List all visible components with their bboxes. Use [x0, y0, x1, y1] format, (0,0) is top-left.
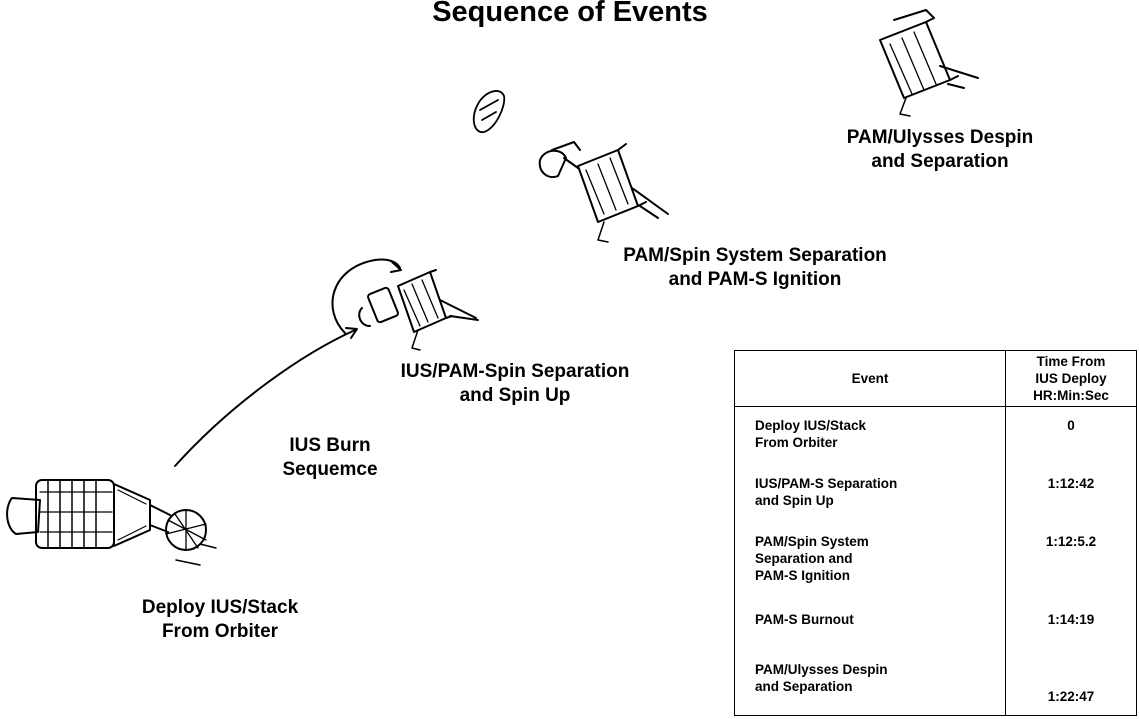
- table-row: IUS/PAM-S Separation and Spin Up 1:12:42: [734, 464, 1137, 523]
- spin-arrow-icon: [331, 258, 401, 334]
- trajectory-arrowhead-icon: [345, 327, 358, 339]
- table-row: PAM/Ulysses Despin and Separation 1:22:4…: [734, 650, 1137, 716]
- label-line: IUS Burn: [289, 435, 371, 456]
- label-line: From Orbiter: [161, 621, 279, 642]
- column-header-time: Time From IUS Deploy HR:Min:Sec: [1005, 350, 1137, 407]
- spacecraft-icon-spin-system: [538, 141, 669, 243]
- cell-line: Deploy IUS/Stack: [755, 418, 867, 433]
- orbiter-stack-icon: [6, 479, 217, 566]
- cell-time: 1:14:19: [1047, 611, 1095, 627]
- cell-line: Separation and: [755, 550, 853, 566]
- label-spin-system-separation: PAM/Spin System Separation and PAM-S Ign…: [580, 244, 930, 292]
- cell-time: 1:12:5.2: [1045, 533, 1097, 549]
- header-line: IUS Deploy: [1035, 371, 1107, 386]
- label-line: and Spin Up: [459, 385, 571, 406]
- label-deploy-ius: Deploy IUS/Stack From Orbiter: [100, 596, 340, 644]
- label-line: PAM/Ulysses Despin: [846, 127, 1034, 148]
- label-line: PAM/Spin System Separation: [623, 245, 887, 266]
- table-row: Deploy IUS/Stack From Orbiter 0: [734, 406, 1137, 465]
- label-ius-burn: IUS Burn Sequemce: [250, 434, 410, 482]
- cell-event: PAM-S Burnout: [734, 600, 1006, 651]
- cell-time: 1:22:47: [1047, 689, 1095, 704]
- cell-event: Deploy IUS/Stack From Orbiter: [734, 406, 1006, 465]
- header-line: Time From: [1036, 354, 1106, 369]
- label-line: Sequemce: [282, 459, 378, 480]
- spacecraft-icon-ius-pam: [358, 269, 479, 351]
- events-table: Event Time From IUS Deploy HR:Min:Sec De…: [734, 350, 1137, 716]
- table-row: PAM/Spin System Separation and PAM-S Ign…: [734, 522, 1137, 601]
- cell-event: PAM/Ulysses Despin and Separation: [734, 650, 1006, 716]
- cell-line: IUS/PAM-S Separation: [755, 475, 898, 491]
- spacecraft-icon-ulysses: [879, 9, 979, 117]
- column-header-event: Event: [734, 350, 1006, 407]
- cell-line: From Orbiter: [755, 435, 838, 450]
- cell-time: 1:12:42: [1047, 475, 1095, 491]
- events-table-grid: Event Time From IUS Deploy HR:Min:Sec De…: [734, 350, 1137, 716]
- burn-trajectory-icon: [174, 329, 356, 467]
- cell-line: PAM/Spin System: [755, 533, 869, 549]
- label-line: IUS/PAM-Spin Separation: [400, 361, 630, 382]
- label-ulysses-despin: PAM/Ulysses Despin and Separation: [782, 126, 1098, 174]
- label-line: Deploy IUS/Stack: [141, 597, 299, 618]
- cell-line: PAM-S Ignition: [755, 567, 850, 583]
- cell-line: PAM-S Burnout: [755, 611, 854, 627]
- table-row: PAM-S Burnout 1:14:19: [734, 600, 1137, 651]
- label-line: and PAM-S Ignition: [668, 269, 842, 290]
- cell-event: IUS/PAM-S Separation and Spin Up: [734, 464, 1006, 523]
- cell-line: and Separation: [755, 678, 853, 694]
- label-line: and Separation: [871, 151, 1009, 172]
- header-line: HR:Min:Sec: [1033, 388, 1109, 403]
- label-ius-pam-separation: IUS/PAM-Spin Separation and Spin Up: [360, 360, 670, 408]
- cell-line: PAM/Ulysses Despin: [755, 661, 888, 677]
- cell-time: 0: [1067, 418, 1075, 433]
- cell-line: and Spin Up: [755, 492, 834, 508]
- table-header-row: Event Time From IUS Deploy HR:Min:Sec: [734, 350, 1137, 407]
- jettisoned-debris-icon: [472, 90, 506, 133]
- page-title: Sequence of Events: [432, 0, 708, 28]
- cell-event: PAM/Spin System Separation and PAM-S Ign…: [734, 522, 1006, 601]
